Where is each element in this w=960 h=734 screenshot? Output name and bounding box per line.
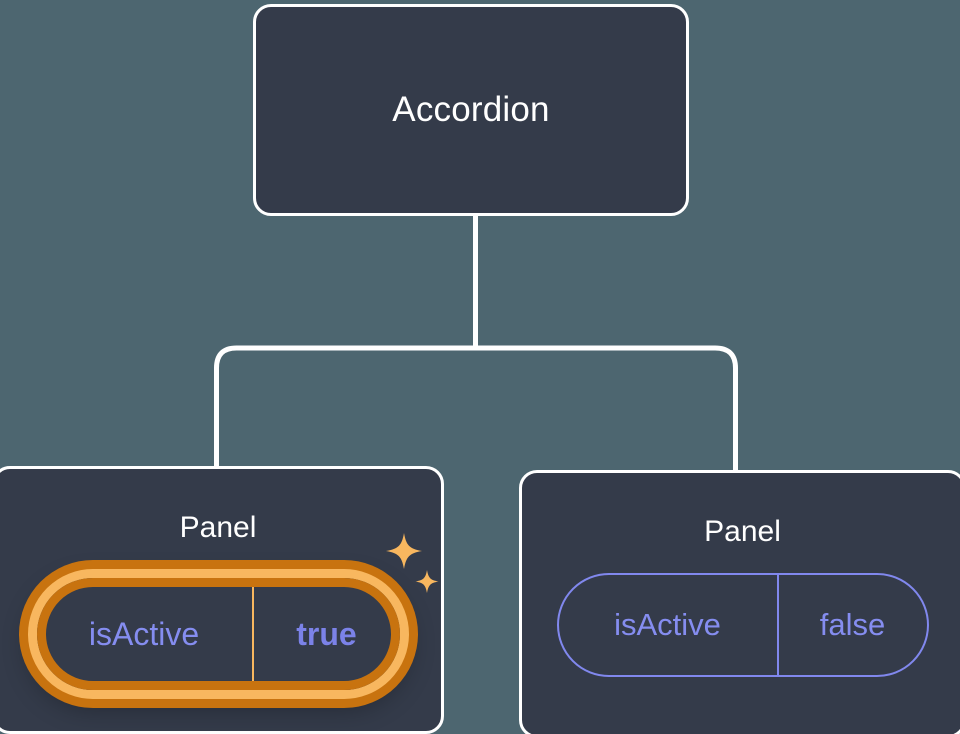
sparkle-small-icon: [415, 570, 438, 593]
tree-node-panel-active[interactable]: Panel isActive true: [0, 466, 444, 734]
sparkle-icon: [385, 533, 422, 569]
prop-value-inactive: false: [776, 575, 927, 675]
prop-pill-isactive-true[interactable]: isActive true: [27, 569, 409, 699]
prop-pill-wrap-active: isActive true: [27, 533, 438, 699]
tree-node-panel-inactive[interactable]: Panel isActive false: [519, 470, 960, 734]
prop-key-active: isActive: [88, 615, 200, 652]
prop-pill-wrap-inactive: isActive false: [556, 573, 929, 677]
tree-node-accordion[interactable]: Accordion: [253, 4, 689, 216]
prop-pill-isactive-false[interactable]: isActive false: [556, 573, 929, 677]
connector-bus: [214, 345, 738, 472]
prop-key-inactive: isActive: [614, 607, 721, 642]
panel-label-inactive: Panel: [704, 515, 781, 548]
prop-value-active: true: [251, 578, 400, 690]
panel-label-active: Panel: [179, 511, 257, 544]
accordion-label: Accordion: [392, 90, 550, 129]
